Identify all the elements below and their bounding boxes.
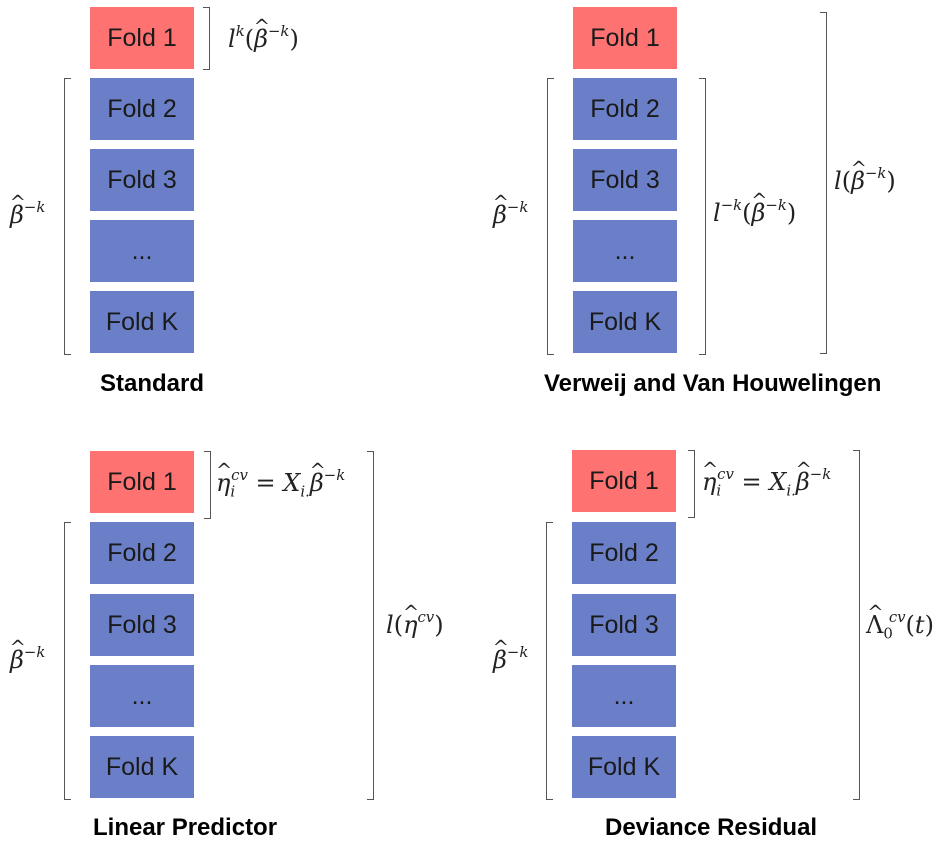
fold-2-box: Fold 2 [90, 522, 194, 584]
all-folds-bracket [367, 451, 374, 800]
beta-hat-label: β−k [10, 200, 45, 228]
cv-loss-label: l(ηcv) [386, 610, 444, 638]
test-bracket [688, 450, 695, 518]
training-bracket [64, 522, 71, 800]
all-folds-bracket [820, 12, 827, 354]
fold-ellipsis-box: ... [90, 665, 194, 727]
caption-linear-predictor: Linear Predictor [93, 814, 278, 841]
caption-verweij: Verweij and Van Houwelingen [544, 370, 882, 397]
all-folds-bracket [853, 450, 860, 800]
fold-1-box: Fold 1 [90, 7, 194, 69]
fold-1-box: Fold 1 [90, 451, 194, 513]
training-bracket [547, 78, 554, 355]
fold-ellipsis-box: ... [572, 665, 676, 727]
training-right-bracket [699, 78, 706, 355]
fold-1-box: Fold 1 [572, 450, 676, 512]
full-loss-label: l(β−k) [834, 166, 896, 194]
training-bracket [64, 78, 71, 355]
fold-k-box: Fold K [572, 736, 676, 798]
fold-3-box: Fold 3 [90, 149, 194, 211]
fold-k-box: Fold K [90, 291, 194, 353]
caption-deviance-residual: Deviance Residual [605, 814, 818, 841]
test-bracket [204, 451, 211, 519]
beta-hat-label: β−k [10, 645, 45, 673]
linear-predictor-label: ηicv = Xi.β−k [216, 468, 345, 499]
fold-2-box: Fold 2 [90, 78, 194, 140]
training-bracket [546, 522, 553, 800]
fold-2-box: Fold 2 [572, 522, 676, 584]
beta-hat-label: β−k [493, 645, 528, 673]
test-bracket [203, 7, 210, 70]
baseline-hazard-label: Λ0cv(t) [866, 610, 934, 641]
fold-3-box: Fold 3 [90, 594, 194, 656]
fold-3-box: Fold 3 [573, 149, 677, 211]
beta-hat-label: β−k [493, 200, 528, 228]
training-loss-label: l−k(β−k) [713, 198, 796, 226]
fold-2-box: Fold 2 [573, 78, 677, 140]
test-loss-label: lk(β−k) [228, 24, 299, 52]
fold-k-box: Fold K [90, 736, 194, 798]
fold-ellipsis-box: ... [90, 220, 194, 282]
caption-standard: Standard [100, 370, 205, 397]
fold-k-box: Fold K [573, 291, 677, 353]
linear-predictor-label: ηicv = Xi.β−k [702, 467, 831, 498]
fold-3-box: Fold 3 [572, 594, 676, 656]
fold-1-box: Fold 1 [573, 7, 677, 69]
fold-ellipsis-box: ... [573, 220, 677, 282]
